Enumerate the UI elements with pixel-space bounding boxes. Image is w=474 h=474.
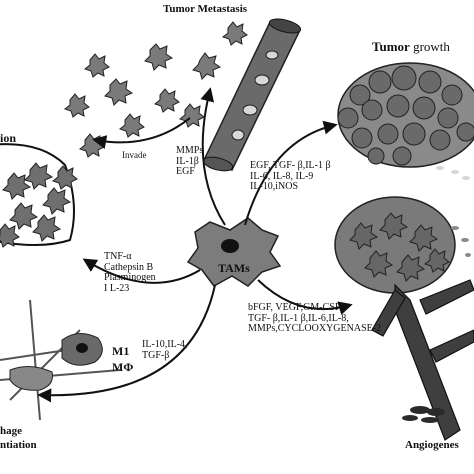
metastasis-vessel <box>202 18 302 172</box>
mphi-label: MΦ <box>112 360 134 374</box>
factor-cathepsin: Cathepsin B <box>104 261 154 273</box>
factor-mmps: MMPs <box>176 145 204 156</box>
label-macrophage-1: hage <box>0 425 22 437</box>
title-growth-bold: Tumor <box>372 39 410 54</box>
factor-il1b: IL-1β <box>176 155 199 167</box>
factor-egf: EGF <box>176 166 195 177</box>
factor-growth-1: EGF, TGF- β,IL-1 β <box>250 160 331 171</box>
factor-plasminogen: Plasminogen <box>104 272 156 283</box>
factor-angio-1: bFGF, VEGF,GM-CSF <box>248 302 341 313</box>
factors-differentiation: IL-10,IL-4, TGF-β <box>142 339 212 361</box>
factors-angiogenesis: bFGF, VEGF,GM-CSF TGF- β,IL-1 β,IL-6,IL-… <box>248 302 398 335</box>
angiogenesis-tumor <box>334 196 474 441</box>
tam-label: TAMs <box>218 261 250 275</box>
macrophage-region <box>0 299 121 421</box>
factors-growth: EGF, TGF- β,IL-1 β IL-6, IL-8, IL-9 IL-1… <box>250 160 360 193</box>
tumor-growth-mass <box>337 62 474 180</box>
factors-metastasis: MMPs IL-1β EGF <box>176 145 216 178</box>
factor-growth-2: IL-6, IL-8, IL-9 <box>250 170 314 182</box>
factor-growth-3: IL-10,iNOS <box>250 181 299 192</box>
label-angiogenesis: Angiogenes <box>405 439 459 451</box>
factor-diff-2: TGF-β <box>142 349 170 361</box>
label-invade: Invade <box>122 150 147 160</box>
m1-label: M1 <box>112 344 130 358</box>
factor-angio-3: MMPs,CYCLOOXYGENASE-2 <box>248 323 382 334</box>
label-invasion: ion <box>0 131 17 145</box>
arrows <box>37 87 353 403</box>
metastatic-cells <box>63 21 248 158</box>
title-growth-rest: growth <box>413 39 450 54</box>
title-metastasis: Tumor Metastasis <box>163 3 248 15</box>
title-growth: Tumor growth <box>372 40 450 54</box>
factor-angio-2: TGF- β,IL-1 β,IL-6,IL-8, <box>248 312 349 324</box>
label-macrophage-2: ntiation <box>0 439 37 451</box>
invasion-region <box>0 143 78 248</box>
tam-cell <box>186 217 282 287</box>
factor-diff-1: IL-10,IL-4, <box>142 339 188 350</box>
factor-tnfa: TNF-α <box>104 251 132 262</box>
factors-invasion: TNF-α Cathepsin B Plasminogen I L-23 <box>104 251 174 294</box>
factor-il23: I L-23 <box>104 282 130 294</box>
